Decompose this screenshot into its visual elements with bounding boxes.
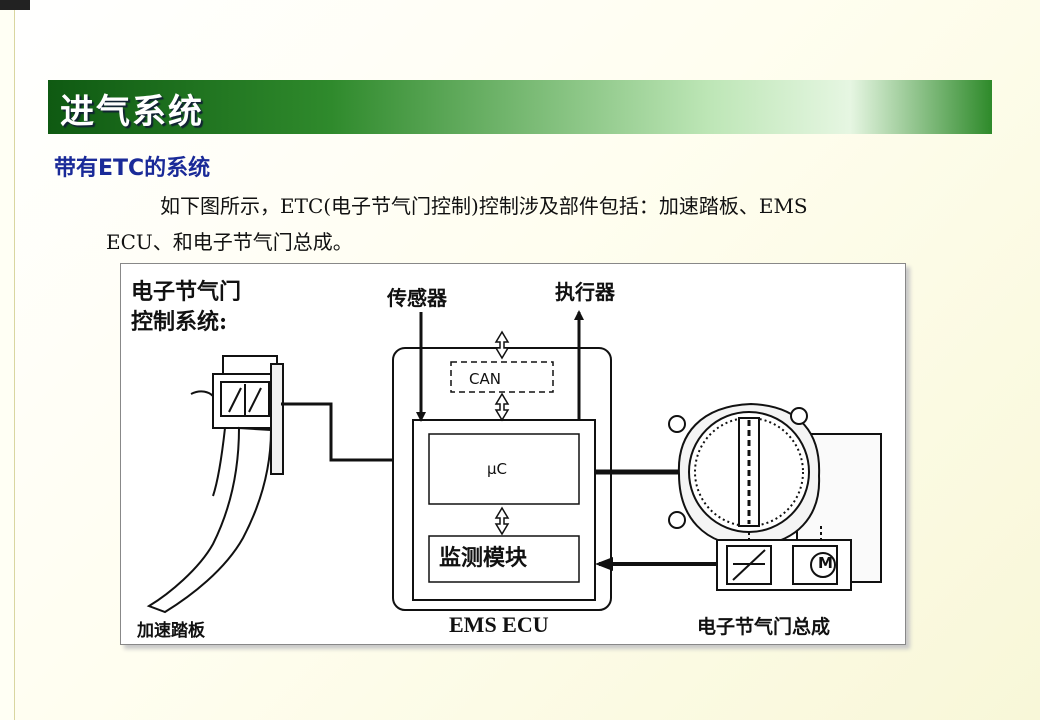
motor-label: M bbox=[818, 554, 833, 572]
pedal-connector bbox=[222, 355, 278, 375]
microcontroller-label: μC bbox=[487, 460, 508, 478]
throttle-assembly-label: 电子节气门总成 bbox=[697, 616, 831, 638]
accelerator-pedal bbox=[146, 355, 284, 614]
throttle-body bbox=[668, 402, 882, 591]
monitor-module-label: 监测模块 bbox=[439, 545, 528, 571]
pedal-label: 加速踏板 bbox=[137, 621, 205, 641]
page-title: 进气系统 bbox=[60, 92, 204, 132]
corner-mark bbox=[0, 0, 30, 10]
sensor-label: 传感器 bbox=[387, 286, 447, 310]
can-bus-arrows bbox=[494, 330, 510, 536]
diagram-title-line-2: 控制系统: bbox=[131, 309, 228, 335]
body-text-line-2: ECU、和电子节气门总成。 bbox=[106, 230, 353, 254]
can-label: CAN bbox=[469, 370, 501, 388]
pedal-signal-arrow bbox=[281, 402, 415, 465]
left-margin-rule bbox=[0, 0, 15, 720]
body-text-line-1: 如下图所示，ETC(电子节气门控制)控制涉及部件包括：加速踏板、EMS bbox=[160, 194, 808, 218]
monitor-module-box bbox=[428, 535, 580, 583]
diagram-title-line-1: 电子节气门 bbox=[131, 279, 242, 305]
title-bar: 进气系统 bbox=[48, 80, 992, 134]
ecu-label: EMS ECU bbox=[449, 612, 549, 637]
diagram-drawing bbox=[146, 310, 882, 614]
can-box bbox=[450, 361, 554, 393]
etc-diagram: 电子节气门 控制系统: 传感器 执行器 CAN μC 监测模块 M 加速踏板 E… bbox=[120, 263, 906, 645]
microcontroller-box bbox=[428, 433, 580, 505]
motor-icon bbox=[810, 552, 836, 578]
actuator-label: 执行器 bbox=[555, 280, 615, 304]
section-subtitle: 带有ETC的系统 bbox=[54, 156, 211, 181]
